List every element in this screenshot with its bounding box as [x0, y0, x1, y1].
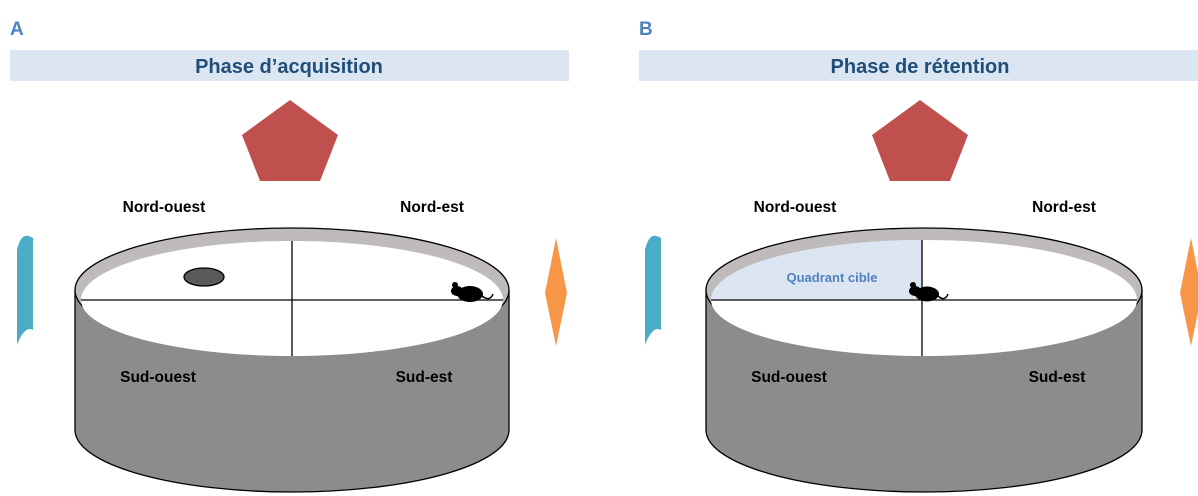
- target-quadrant-fill: [711, 240, 922, 300]
- label-north-west-b: Nord-ouest: [754, 199, 837, 216]
- label-south-east-a: Sud-est: [396, 369, 453, 386]
- diamond-cue: [545, 238, 567, 346]
- panel-a: A Phase d’acquisition Nord-ouest N: [10, 19, 569, 493]
- wave-cue: [17, 235, 33, 345]
- panel-b: B Phase de rétention Quadrant cible: [639, 19, 1198, 493]
- label-north-east-b: Nord-est: [1032, 199, 1096, 216]
- panel-letter-a: A: [10, 19, 24, 40]
- diamond-cue: [1180, 238, 1198, 346]
- label-north-west-a: Nord-ouest: [123, 199, 206, 216]
- label-north-east-a: Nord-est: [400, 199, 464, 216]
- mouse-icon: [909, 282, 949, 302]
- wave-cue: [645, 235, 661, 345]
- target-quadrant-label: Quadrant cible: [786, 270, 877, 285]
- title-band-a: [10, 50, 569, 81]
- title-band-b: [639, 50, 1198, 81]
- pentagon-cue: [872, 100, 968, 181]
- hidden-platform: [183, 267, 225, 287]
- label-south-east-b: Sud-est: [1029, 369, 1086, 386]
- phase-title-a: Phase d’acquisition: [195, 56, 383, 78]
- label-south-west-a: Sud-ouest: [120, 369, 196, 386]
- phase-title-b: Phase de rétention: [831, 56, 1010, 78]
- label-south-west-b: Sud-ouest: [751, 369, 827, 386]
- mouse-icon: [451, 282, 494, 302]
- panel-letter-b: B: [639, 19, 653, 40]
- pentagon-cue: [242, 100, 338, 181]
